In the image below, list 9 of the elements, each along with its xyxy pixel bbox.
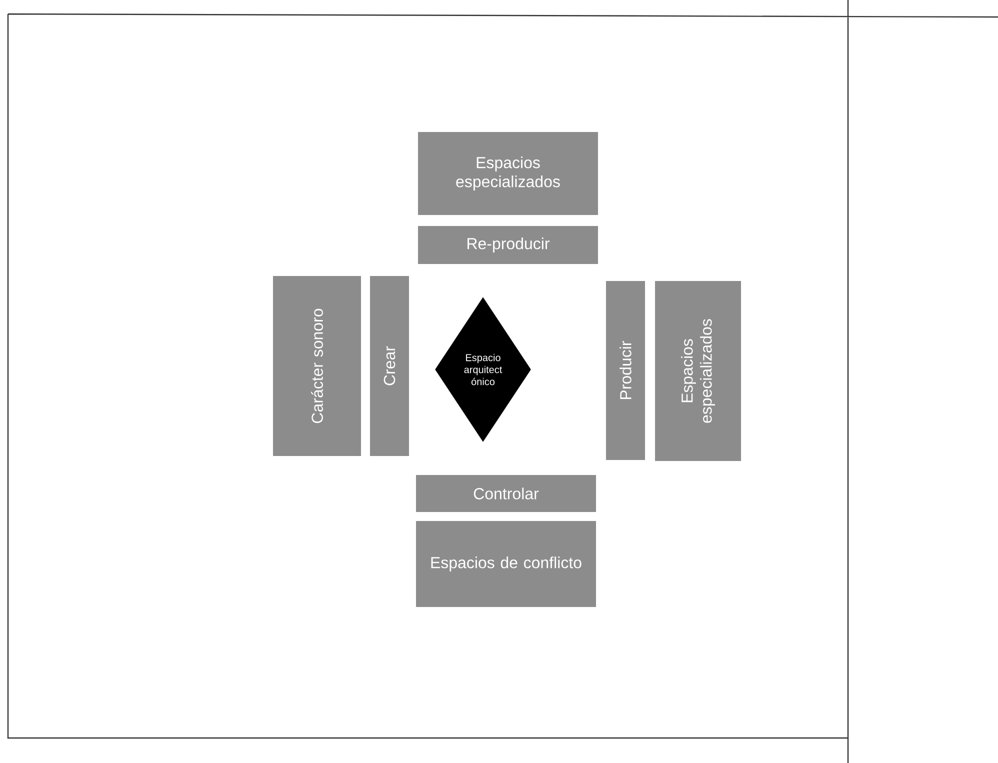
label-box: Espacios de conflicto (416, 521, 596, 607)
rotated-box: Carácter sonoro (273, 276, 361, 456)
label-box: Espacios especializados (418, 132, 598, 215)
label-box: Re-producir (418, 226, 598, 264)
label-box: Controlar (416, 475, 596, 512)
diamond-node: Espacio arquitect ónico (435, 297, 531, 442)
rotated-box: Espacios especializados (655, 281, 741, 461)
rotated-box: Producir (606, 281, 645, 460)
rotated-box: Crear (370, 276, 409, 456)
